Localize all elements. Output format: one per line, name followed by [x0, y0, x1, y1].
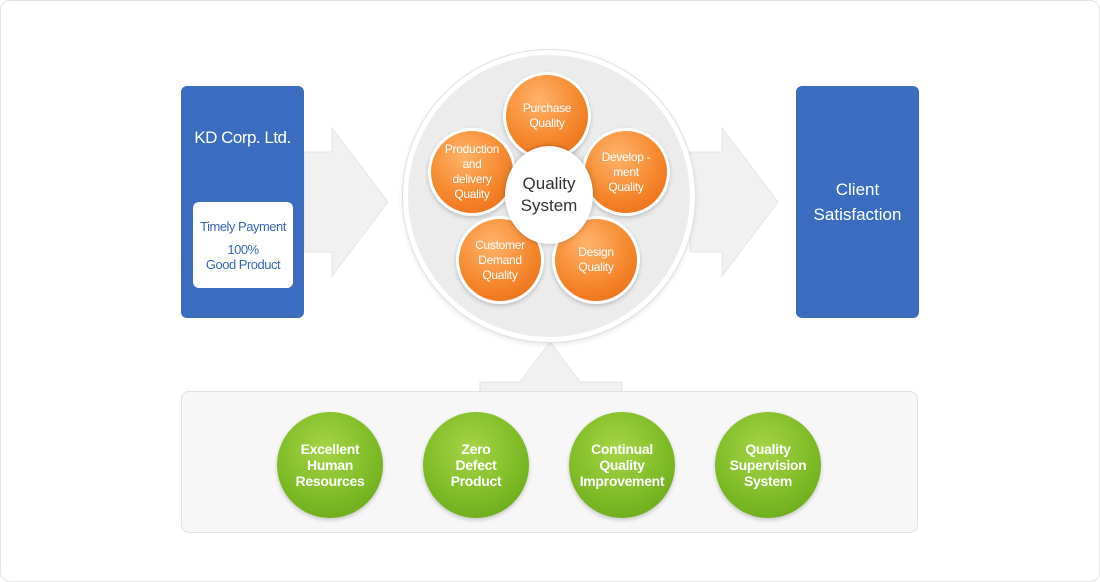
good-product-text: Good Product — [205, 256, 281, 272]
percent-text: 100% — [227, 241, 259, 257]
petal-customer-demand-quality: Customer Demand Quality — [456, 216, 544, 304]
company-promise-card: Timely Payment 100% Good Product — [193, 202, 293, 288]
client-satisfaction-label: Client Satisfaction — [813, 180, 902, 224]
arrow-bottom-to-center — [479, 341, 623, 393]
foundation-quality-supervision-system: Quality Supervision System — [715, 412, 821, 518]
company-name: KD Corp. Ltd. — [194, 128, 291, 147]
arrow-left-to-center — [303, 126, 389, 278]
petal-production-delivery-quality: Production and delivery Quality — [428, 128, 516, 216]
petal-development-quality: Develop - ment Quality — [582, 128, 670, 216]
foundation-zero-defect-product: Zero Defect Product — [423, 412, 529, 518]
petal-purchase-quality: Purchase Quality — [503, 72, 591, 160]
foundation-continual-quality-improvement: Continual Quality Improvement — [569, 412, 675, 518]
foundation-excellent-human-resources: Excellent Human Resources — [277, 412, 383, 518]
arrow-center-to-right — [689, 126, 779, 278]
quality-system-center: Quality System — [505, 146, 593, 244]
client-box: Client Satisfaction — [796, 86, 919, 318]
company-box: KD Corp. Ltd. Timely Payment 100% Good P… — [181, 86, 304, 318]
timely-payment-text: Timely Payment — [200, 218, 286, 234]
